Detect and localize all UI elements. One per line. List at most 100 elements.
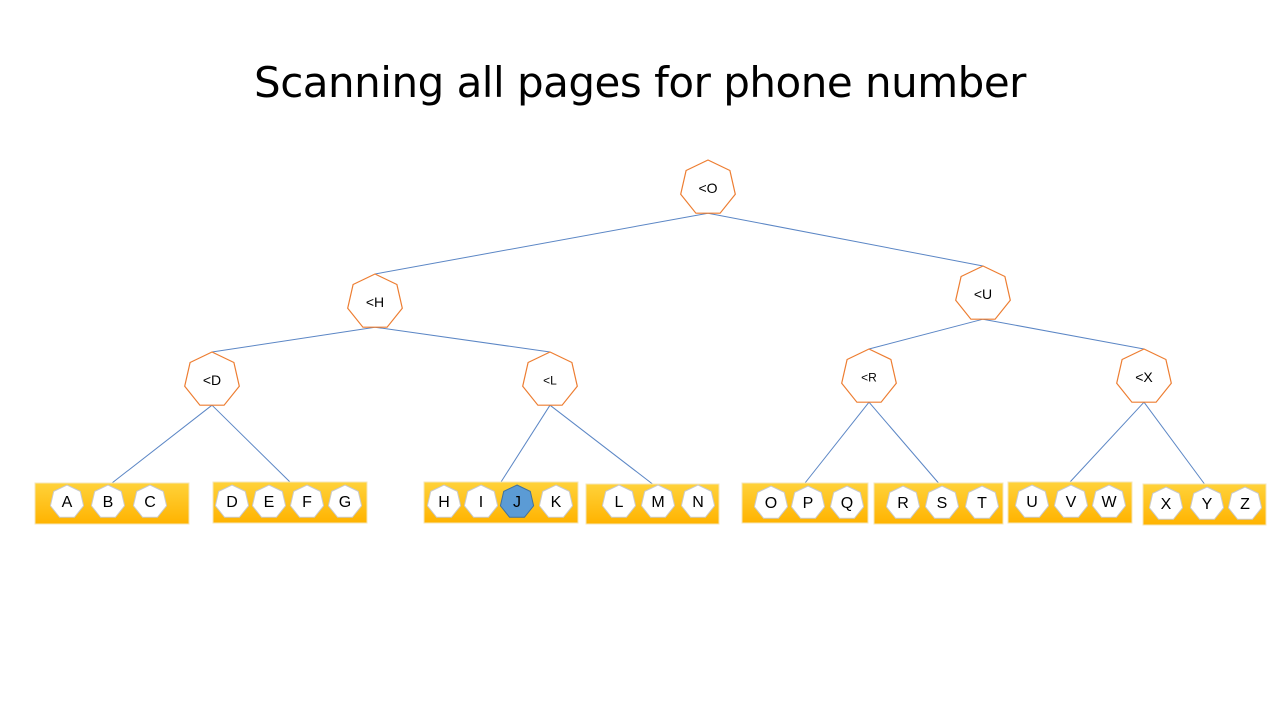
page-opq: O P Q [741,482,869,524]
key-label: P [803,495,814,512]
key-heptagon [49,484,85,518]
key-heptagon [790,485,826,519]
key-label: F [302,494,312,511]
key-label: M [651,494,664,511]
node-label: <R [861,370,877,384]
key-heptagon [1091,484,1127,518]
key-heptagon [601,484,637,518]
key-label: V [1066,494,1077,511]
key-heptagon [1053,484,1089,518]
key-heptagon [1014,484,1050,518]
key-heptagon [90,484,126,518]
node-label: <L [543,373,557,387]
key-heptagon [426,484,462,518]
key-label: U [1026,494,1038,511]
edge-n-u-n-r [868,318,984,350]
tree-node-d: <D [184,351,240,406]
key-heptagon [829,485,865,519]
key-label: L [615,494,624,511]
edges-layer [111,212,1205,485]
key-heptagon [680,484,716,518]
node-heptagon [841,348,897,403]
page-abc: A B C [34,482,190,525]
node-heptagon [347,273,403,328]
key-label: B [103,494,114,511]
node-heptagon [184,351,240,406]
key-label: T [977,495,987,512]
node-label: <U [974,286,992,302]
key-heptagon [289,484,325,518]
page-rst: R S T [873,482,1004,525]
key-heptagon [964,485,1000,519]
edge-n-l-p-hijk [500,404,551,483]
key-label: W [1101,494,1117,511]
node-label: <X [1135,369,1153,385]
tree-node-o: <O [680,159,736,214]
key-label: E [264,494,275,511]
edge-n-r-p-rst [868,401,939,484]
key-label: C [144,494,156,511]
key-heptagon [924,485,960,519]
key-heptagon [214,484,250,518]
edge-n-l-p-lmn [549,404,653,485]
tree-node-x: <X [1116,348,1172,403]
edge-n-u-n-x [982,318,1145,350]
key-label: Q [841,495,853,512]
key-label: J [513,494,521,511]
key-heptagon [1227,486,1263,520]
key-label: Y [1202,496,1213,513]
key-label: X [1161,496,1172,513]
nodes-layer: <O <H <U <D <L <R <X [184,159,1172,406]
tree-node-u: <U [955,265,1011,320]
node-label: <D [203,372,221,388]
key-heptagon [251,484,287,518]
key-heptagon [132,484,168,518]
node-label: <O [698,180,717,196]
tree-node-r: <R [841,348,897,403]
key-label: A [62,494,73,511]
key-label: G [339,494,351,511]
edge-n-d-p-defg [211,404,291,483]
node-heptagon [1116,348,1172,403]
key-heptagon [753,485,789,519]
page-lmn: L M N [585,483,720,525]
edge-n-x-p-uvw [1069,401,1145,483]
edge-n-x-p-xyz [1143,401,1205,485]
key-label: O [765,495,777,512]
page-uvw: U V W [1007,481,1133,524]
edge-n-o-n-u [707,212,984,267]
tree-node-l: <L [522,351,578,406]
node-heptagon [522,351,578,406]
key-heptagon [538,484,574,518]
edge-n-h-n-d [211,326,376,353]
key-heptagon [1189,486,1225,520]
key-heptagon [463,484,499,518]
key-heptagon [885,485,921,519]
page-hijk: H I J K [423,481,579,524]
tree-node-h: <H [347,273,403,328]
key-label: R [897,495,909,512]
key-label: D [226,494,238,511]
page-title: Scanning all pages for phone number [254,58,1026,107]
key-label: S [937,495,948,512]
key-heptagon-highlighted [499,484,535,518]
edge-n-o-n-h [374,212,709,275]
edge-n-r-p-opq [804,401,870,484]
edge-n-h-n-l [374,326,551,353]
key-label: H [438,494,450,511]
key-label: N [692,494,704,511]
page-defg: D E F G [212,481,368,524]
node-heptagon [680,159,736,214]
key-heptagon [327,484,363,518]
key-label: K [551,494,562,511]
node-heptagon [955,265,1011,320]
node-label: <H [366,294,384,310]
key-label: I [479,494,483,511]
key-heptagon [1148,486,1184,520]
key-heptagon [640,484,676,518]
edge-n-d-p-abc [111,404,213,484]
